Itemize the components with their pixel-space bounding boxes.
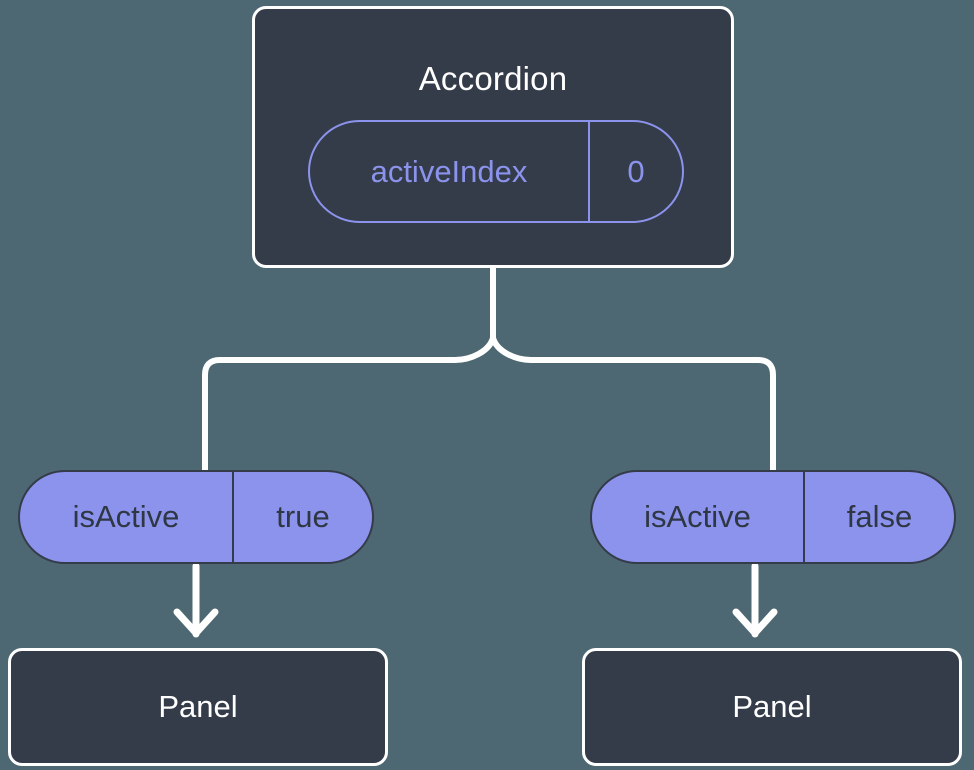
prop-pill-key: isActive	[644, 499, 751, 534]
prop-pill-divider	[803, 472, 805, 562]
prop-pill-isactive-true[interactable]: isActive true	[18, 470, 374, 564]
state-pill-value: 0	[627, 153, 645, 189]
accordion-title: Accordion	[418, 60, 568, 97]
arrow-head-right	[732, 608, 778, 637]
prop-pill-isactive-false[interactable]: isActive false	[590, 470, 956, 564]
prop-pill-key: isActive	[72, 499, 180, 534]
connector-fork-right	[490, 335, 776, 473]
panel-title: Panel	[732, 689, 812, 724]
prop-pill-value: true	[276, 499, 330, 534]
connector-fork-left	[202, 335, 496, 473]
panel-component-card-right[interactable]: Panel	[582, 648, 962, 766]
prop-pill-divider	[232, 472, 234, 562]
prop-pill-value: false	[846, 499, 913, 534]
arrow-head-left	[173, 608, 219, 637]
state-pill-key: activeIndex	[370, 153, 528, 189]
panel-title: Panel	[158, 689, 238, 724]
state-pill-activeindex[interactable]: activeIndex 0	[308, 120, 684, 223]
panel-component-card-left[interactable]: Panel	[8, 648, 388, 766]
state-pill-divider	[588, 122, 590, 221]
